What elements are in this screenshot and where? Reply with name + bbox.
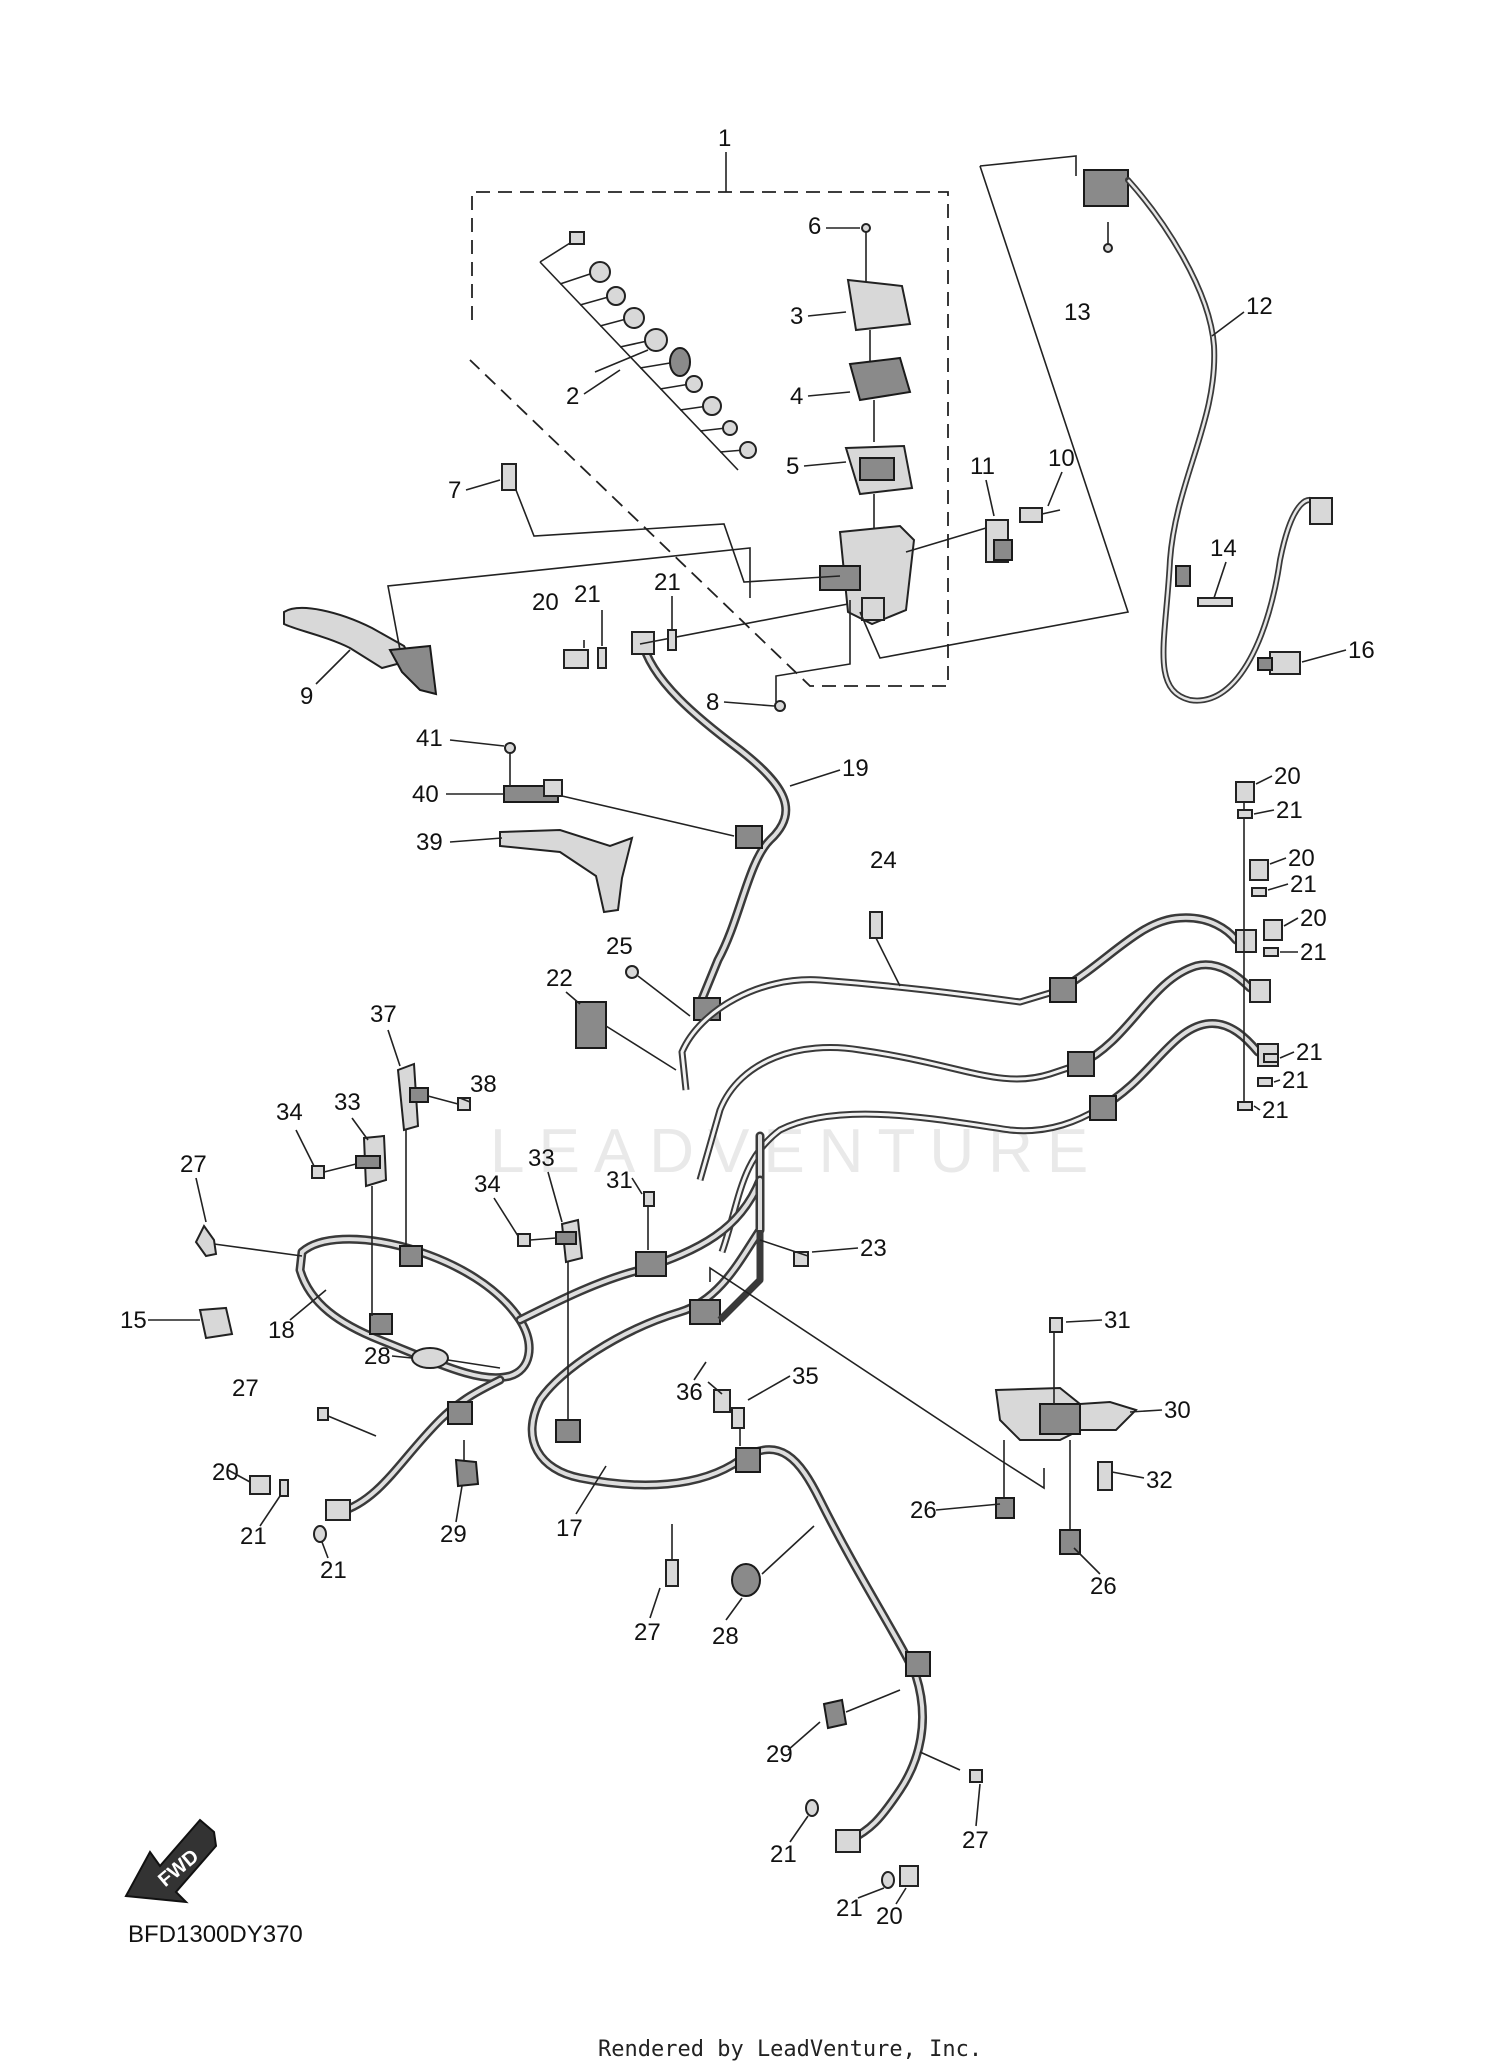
callout: 3 (790, 303, 803, 330)
callout: 16 (1348, 637, 1375, 664)
callout: 8 (706, 689, 719, 716)
callout: 34 (276, 1099, 303, 1126)
callout: 21 (1300, 939, 1327, 966)
callout: 33 (334, 1089, 361, 1116)
callout: 37 (370, 1001, 397, 1028)
callout: 6 (808, 213, 821, 240)
callout: 36 (676, 1379, 703, 1406)
callout-labels: 1 2 3 4 5 6 7 8 9 10 11 12 13 14 15 16 1… (120, 125, 1375, 1930)
callout: 20 (1300, 905, 1327, 932)
callout: 26 (910, 1497, 937, 1524)
callout: 39 (416, 829, 443, 856)
brake-hose-17 (527, 1175, 931, 1853)
callout: 19 (842, 755, 869, 782)
brake-pipes-24 (678, 911, 1279, 1254)
reservoir-screw (774, 600, 851, 712)
callout: 21 (654, 569, 681, 596)
callout: 31 (606, 1167, 633, 1194)
callout: 20 (532, 589, 559, 616)
callout: 12 (1246, 293, 1273, 320)
callout: 21 (1276, 797, 1303, 824)
hydraulic-unit-bracket-30 (709, 1266, 1138, 1555)
brake-hose-18 (213, 1131, 765, 1521)
callout: 30 (1164, 1397, 1191, 1424)
callout: 32 (1146, 1467, 1173, 1494)
callout: 20 (1288, 845, 1315, 872)
drawing-code: BFD1300DY370 (128, 1921, 303, 1948)
callout: 17 (556, 1515, 583, 1542)
callout: 20 (212, 1459, 239, 1486)
callout: 27 (232, 1375, 259, 1402)
brake-lever (283, 547, 751, 696)
callout: 7 (448, 477, 461, 504)
brake-hose-19 (631, 603, 849, 1021)
callout: 31 (1104, 1307, 1131, 1334)
callout: 21 (574, 581, 601, 608)
callout: 26 (1090, 1573, 1117, 1600)
callout: 5 (786, 453, 799, 480)
callout: 1 (718, 125, 731, 152)
callout: 18 (268, 1317, 295, 1344)
callout: 28 (712, 1623, 739, 1650)
wire-harness-12 (859, 155, 1333, 704)
brake-switch (985, 507, 1061, 563)
callout: 2 (566, 383, 579, 410)
hose-clamps (311, 1062, 584, 1420)
callout: 34 (474, 1171, 501, 1198)
callout: 11 (970, 453, 995, 480)
callout: 21 (1262, 1097, 1289, 1124)
callout: 41 (416, 725, 443, 752)
clips-and-grommets (194, 1191, 983, 1889)
callout: 35 (792, 1363, 819, 1390)
lever-bolt (501, 463, 841, 583)
callout: 21 (320, 1557, 347, 1584)
callout: 21 (240, 1523, 267, 1550)
master-cylinder-body (819, 524, 987, 626)
callout: 21 (836, 1895, 863, 1922)
callout: 10 (1048, 445, 1075, 472)
callout: 25 (606, 933, 633, 960)
callout: 28 (364, 1343, 391, 1370)
callout: 22 (546, 965, 573, 992)
piston-kit-parts (539, 231, 757, 471)
callout: 15 (120, 1307, 147, 1334)
callout: 21 (1296, 1039, 1323, 1066)
callout: 14 (1210, 535, 1237, 562)
callout: 9 (300, 683, 313, 710)
callout: 21 (770, 1841, 797, 1868)
hose-bracket-39 (499, 742, 735, 914)
callout: 21 (1290, 871, 1317, 898)
callout: 20 (1274, 763, 1301, 790)
callout: 20 (876, 1903, 903, 1930)
union-bolt-top (563, 596, 677, 669)
callout: 29 (766, 1741, 793, 1768)
reservoir-cap-parts (844, 223, 914, 530)
callout: 33 (528, 1145, 555, 1172)
callout: 40 (412, 781, 439, 808)
fwd-arrow: FWD (124, 1818, 218, 1904)
callout: 27 (634, 1619, 661, 1646)
callout: 23 (860, 1235, 887, 1262)
callout: 4 (790, 383, 803, 410)
union-bolts-right (1235, 781, 1283, 1111)
render-credit: Rendered by LeadVenture, Inc. (598, 2037, 982, 2062)
callout: 27 (962, 1827, 989, 1854)
callout: 38 (470, 1071, 497, 1098)
callout: 21 (1282, 1067, 1309, 1094)
callout: 27 (180, 1151, 207, 1178)
callout: 24 (870, 847, 897, 874)
master-cylinder-assembly-box (469, 152, 949, 687)
joint-22 (575, 965, 691, 1071)
callout: 13 (1064, 299, 1091, 326)
callout: 29 (440, 1521, 467, 1548)
